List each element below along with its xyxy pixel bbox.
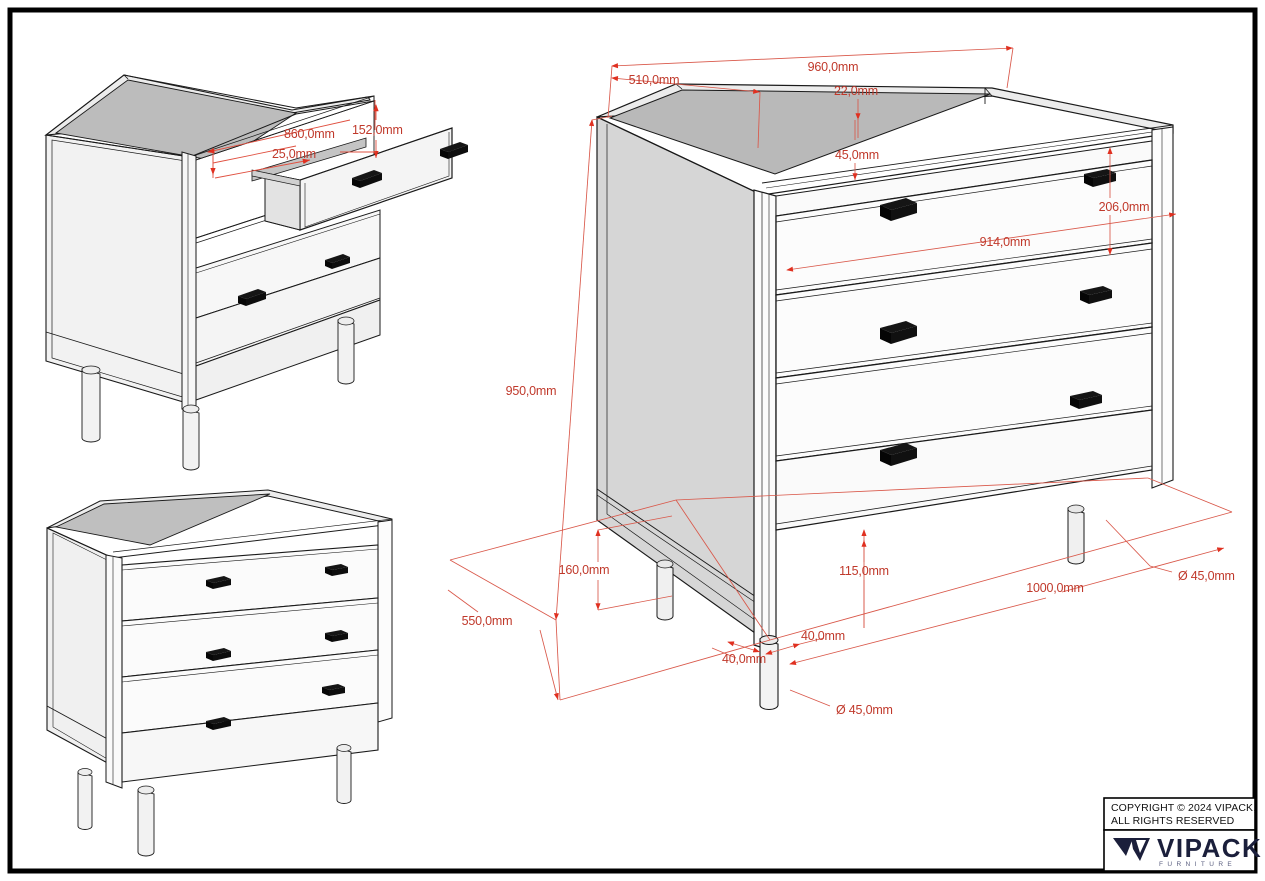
plinth-line <box>775 465 1153 525</box>
drawer-handle <box>206 648 231 661</box>
bottom-drawer-edge <box>195 297 381 364</box>
top-front-lip2 <box>189 95 375 158</box>
top-front-lip2 <box>765 128 1174 189</box>
drawer-handle <box>440 142 468 159</box>
drawer-handle <box>206 576 231 589</box>
dimension-label: 152,0mm <box>352 123 403 137</box>
left-side-panel <box>46 527 114 767</box>
logo-box <box>1103 829 1256 872</box>
brand-subtitle: FURNITURE <box>1159 861 1236 868</box>
corner-post <box>105 554 123 789</box>
title-block: COPYRIGHT © 2024 VIPACK, ALL RIGHTS RESE… <box>1103 797 1262 872</box>
side-plinth-line <box>596 488 763 602</box>
top-board-underline <box>112 518 393 553</box>
brand-wordmark: VIPACK <box>1157 833 1262 863</box>
right-post <box>1151 126 1174 489</box>
lower-drawer-top-edge <box>195 213 381 274</box>
dimension-label: 206,0mm <box>1099 200 1150 214</box>
dimension-label: 1000,0mm <box>1026 581 1083 595</box>
leg <box>182 404 200 471</box>
dimension-network <box>447 45 1233 707</box>
drawer-handle <box>1070 391 1102 409</box>
drawer-handle <box>206 717 231 730</box>
left-plinth-line <box>46 705 114 743</box>
view-main-dimensioned: 960,0mm 510,0mm 22,0mm 45,0mm 206,0mm 91… <box>447 45 1235 717</box>
drawer-handle <box>880 443 917 466</box>
dimension-label: 160,0mm <box>559 563 610 577</box>
leg <box>656 559 674 621</box>
drawer-handle <box>325 254 350 269</box>
drawer-front-3-bottom <box>775 405 1153 457</box>
dimension-label: 960,0mm <box>808 60 859 74</box>
top-front-lip <box>761 124 1174 184</box>
top-back-corner <box>123 74 129 80</box>
plinth-front <box>775 409 1153 531</box>
leg <box>77 768 93 830</box>
copyright-line-2: ALL RIGHTS RESERVED <box>1111 815 1235 827</box>
leg <box>81 365 101 443</box>
dimension-label: 510,0mm <box>629 73 680 87</box>
copyright-box <box>1103 797 1256 831</box>
drawer-front-1-top <box>121 548 379 571</box>
right-post <box>377 519 393 723</box>
leg <box>137 785 155 857</box>
dimension-label: Ø 45,0mm <box>1178 569 1235 583</box>
drawer-handle <box>238 289 266 306</box>
copyright-line-1: COPYRIGHT © 2024 VIPACK, <box>1111 802 1256 814</box>
dimension-label: Ø 45,0mm <box>836 703 893 717</box>
dimension-label: 550,0mm <box>462 614 513 628</box>
drawer-handle <box>1080 286 1112 304</box>
dimension-label: 860,0mm <box>284 127 335 141</box>
vipack-logo-icon <box>1113 838 1150 861</box>
leg <box>337 316 355 385</box>
view-top-left-open-drawer: 860,0mm 152,0mm 25,0mm <box>44 74 468 471</box>
left-side-panel <box>45 134 191 405</box>
left-panel-plinth-line <box>45 331 191 377</box>
rear-rail-right <box>984 87 993 97</box>
dimension-label: 950,0mm <box>506 384 557 398</box>
drawer-handle <box>352 170 382 188</box>
leg <box>1067 504 1085 565</box>
drawer-front-2-bottom <box>775 322 1153 374</box>
drawer-handle <box>322 684 345 696</box>
top-board-surface <box>54 493 271 546</box>
sheet-border <box>7 7 1258 874</box>
dimension-label: 914,0mm <box>980 235 1031 249</box>
leg <box>336 744 352 804</box>
drawer-handle <box>880 321 917 344</box>
drawer-handle <box>325 564 348 576</box>
drawer-front-2-top <box>121 602 379 627</box>
dimension-label: 22,0mm <box>834 84 878 98</box>
dimension-label: 45,0mm <box>835 148 879 162</box>
plinth-front <box>121 702 379 783</box>
dimension-label: 40,0mm <box>801 629 845 643</box>
view-bottom-left-closed <box>46 489 393 857</box>
corner-post <box>753 189 777 653</box>
open-drawer-side-bottom <box>264 220 301 231</box>
leg <box>759 635 779 711</box>
open-drawer-box-top <box>251 169 301 187</box>
interior-top-edge <box>195 100 375 161</box>
dimension-label: 25,0mm <box>272 147 316 161</box>
dimension-label: 115,0mm <box>839 564 889 578</box>
drawer-front-3-top <box>121 654 379 683</box>
drawer-handle <box>325 630 348 642</box>
dimension-lines-top-left <box>207 100 379 179</box>
plinth-front <box>195 299 381 401</box>
drawer-front-3-top <box>775 332 1153 385</box>
corner-post-front <box>181 151 197 415</box>
dimension-label: 40,0mm <box>722 652 766 666</box>
